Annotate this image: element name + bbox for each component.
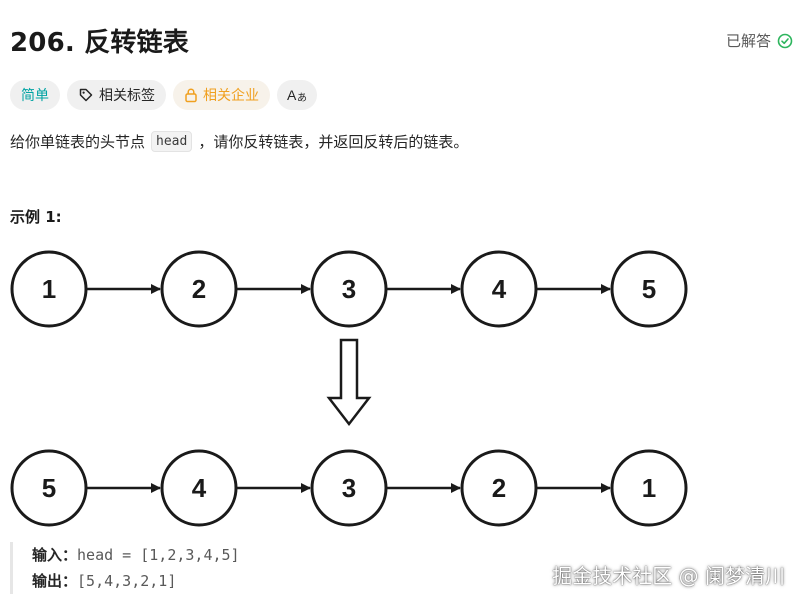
node-value: 3 [342, 274, 356, 304]
node-value: 3 [342, 473, 356, 503]
list-node [310, 449, 388, 527]
solved-label: 已解答 [725, 32, 771, 50]
topics-button[interactable]: 相关标签 [67, 80, 166, 110]
topics-label: 相关标签 [99, 88, 155, 104]
node-value: 4 [492, 274, 507, 304]
solved-status: 已解答 [726, 30, 793, 51]
description-text-2: ，请你反转链表，并返回反转后的链表。 [198, 133, 469, 151]
example-io-block: 输入：head = [1,2,3,4,5] 输出：[5,4,3,2,1] [10, 542, 240, 594]
list-node [310, 250, 388, 328]
svg-text:あ: あ [297, 92, 307, 103]
list-node [460, 449, 538, 527]
list-after: 5 4 3 2 1 [10, 449, 688, 527]
translate-button[interactable]: A あ [277, 80, 317, 110]
svg-text:A: A [287, 87, 297, 103]
node-value: 4 [192, 473, 207, 503]
list-node [10, 250, 88, 328]
node-value: 1 [42, 274, 56, 304]
inline-code-head: head [151, 131, 193, 152]
list-node [610, 449, 688, 527]
companies-button[interactable]: 相关企业 [173, 80, 270, 110]
translate-icon: A あ [287, 87, 307, 103]
lock-icon [184, 87, 198, 103]
list-node [460, 250, 538, 328]
difficulty-label: 简单 [21, 88, 49, 104]
example-title: 示例 1: [10, 208, 62, 226]
node-value: 5 [642, 274, 656, 304]
output-label: 输出： [32, 572, 78, 590]
example-output-line: 输出：[5,4,3,2,1] [32, 568, 240, 594]
input-value: head = [1,2,3,4,5] [77, 546, 240, 564]
problem-title: 206. 反转链表 [10, 28, 190, 58]
problem-description: 给你单链表的头节点 head ，请你反转链表，并返回反转后的链表。 [10, 131, 468, 152]
down-arrow-icon [326, 338, 372, 427]
node-value: 2 [192, 274, 206, 304]
check-circle-icon [777, 33, 793, 49]
node-value: 2 [492, 473, 506, 503]
description-text-1: 给你单链表的头节点 [10, 133, 146, 151]
output-value: [5,4,3,2,1] [77, 572, 177, 590]
node-value: 1 [642, 473, 656, 503]
watermark: 掘金技术社区 @ 阑梦清川 [552, 564, 785, 588]
input-label: 输入： [32, 546, 78, 564]
companies-label: 相关企业 [203, 88, 259, 104]
tag-bar: 简单 相关标签 相关企业 A [10, 80, 317, 110]
list-node [610, 250, 688, 328]
example-input-line: 输入：head = [1,2,3,4,5] [32, 542, 240, 568]
tag-icon [78, 87, 94, 103]
list-node [160, 250, 238, 328]
node-value: 5 [42, 473, 56, 503]
list-node [160, 449, 238, 527]
list-before: 1 2 3 4 5 [10, 250, 688, 328]
list-node [10, 449, 88, 527]
difficulty-badge[interactable]: 简单 [10, 80, 60, 110]
linked-list-diagram: 1 2 3 4 5 5 4 3 2 1 [10, 250, 688, 527]
